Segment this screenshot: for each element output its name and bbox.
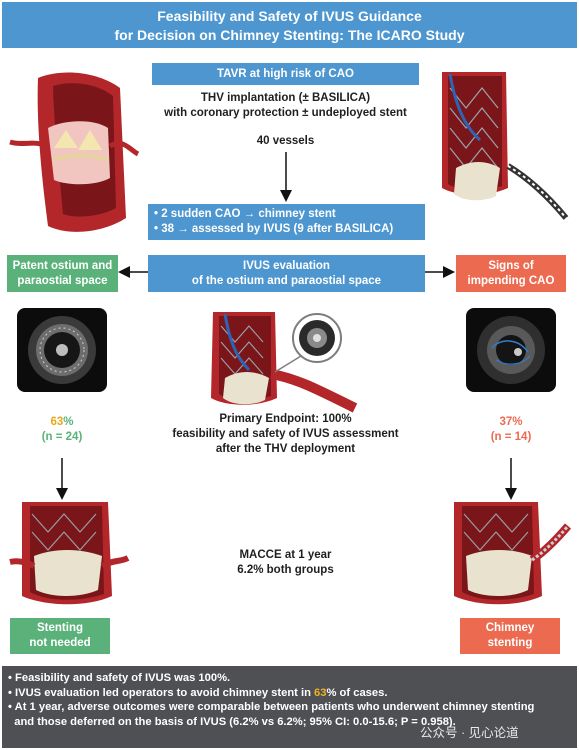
ivus-line-1: IVUS evaluation xyxy=(243,259,330,272)
right-percentage: 37% xyxy=(499,416,523,428)
finding-2-post: % of cases. xyxy=(326,686,388,699)
thv-no-stent-illustration-bottom-left xyxy=(9,502,130,605)
impending-cao-line-2: impending CAO xyxy=(467,274,555,287)
primary-endpoint: Primary Endpoint: 100% feasibility and s… xyxy=(150,412,421,457)
impending-cao-box: Signs of impending CAO xyxy=(456,255,566,292)
procedure-line-1: THV implantation (± BASILICA) xyxy=(200,92,371,104)
thv-ivus-catheter-illustration-center xyxy=(211,312,358,413)
ivus-image-left xyxy=(17,308,107,392)
right-n: (n = 14) xyxy=(490,431,532,443)
left-percentage: 63% xyxy=(22,415,102,430)
watermark: 公众号 · 见心论道 xyxy=(420,726,519,740)
ivus-image-right xyxy=(466,308,556,392)
chimney-stenting-line-1: Chimney xyxy=(485,622,535,634)
patent-ostium-box: Patent ostium and paraostial space xyxy=(7,255,118,292)
patient-split-box: • 2 sudden CAO → chimney stent • 38 → as… xyxy=(148,204,425,240)
macce-line-1: MACCE at 1 year xyxy=(239,549,332,561)
tavr-high-risk-box: TAVR at high risk of CAO xyxy=(152,63,419,85)
patent-ostium-line-2: paraostial space xyxy=(17,274,108,287)
title-line-1: Feasibility and Safety of IVUS Guidance xyxy=(157,8,422,24)
arrow-ivus-to-left xyxy=(118,266,148,278)
endpoint-line-1: Primary Endpoint: 100% xyxy=(219,413,352,425)
right-percentage-block: 37% (n = 14) xyxy=(471,415,551,445)
arrow-left-down xyxy=(56,458,68,500)
endpoint-line-3: after the THV deployment xyxy=(215,443,356,455)
thv-with-stent-illustration-top-right xyxy=(442,72,569,220)
vessels-count: 40 vessels xyxy=(150,134,421,149)
stenting-not-needed-line-2: not needed xyxy=(29,637,91,649)
arrow-right-down xyxy=(505,458,517,500)
procedure-description: THV implantation (± BASILICA) with coron… xyxy=(150,91,421,121)
patent-ostium-line-1: Patent ostium and xyxy=(12,259,113,272)
ivus-evaluation-box: IVUS evaluation of the ostium and paraos… xyxy=(148,255,425,292)
finding-3-line-1: • At 1 year, adverse outcomes were compa… xyxy=(8,701,535,713)
chimney-stenting-line-2: stenting xyxy=(487,637,533,649)
ivus-line-2: of the ostium and paraostial space xyxy=(191,274,382,287)
arrow-ivus-to-right xyxy=(425,266,455,278)
thv-chimney-stent-illustration-bottom-right xyxy=(454,502,572,605)
left-n: (n = 24) xyxy=(41,431,83,443)
vessels-label: 40 vessels xyxy=(256,135,315,147)
impending-cao-line-1: Signs of xyxy=(488,259,534,272)
macce-result: MACCE at 1 year 6.2% both groups xyxy=(150,548,421,578)
finding-2-highlight: 63 xyxy=(314,686,327,699)
finding-3-line-2: and those deferred on the basis of IVUS … xyxy=(8,715,456,728)
title-line-2: for Decision on Chimney Stenting: The IC… xyxy=(114,27,465,43)
split-line-2: • 38 → assessed by IVUS (9 after BASILIC… xyxy=(154,223,394,235)
arrow-vessels-to-split xyxy=(280,152,292,202)
left-percentage-block: 63% (n = 24) xyxy=(22,415,102,445)
macce-line-2: 6.2% both groups xyxy=(237,564,334,576)
finding-1: • Feasibility and safety of IVUS was 100… xyxy=(8,672,231,684)
chimney-stenting-box: Chimney stenting xyxy=(460,618,560,654)
left-percentage-suffix: % xyxy=(63,416,74,428)
split-line-1: • 2 sudden CAO → chimney stent xyxy=(154,208,336,220)
finding-2: • IVUS evaluation led operators to avoid… xyxy=(8,686,571,701)
endpoint-line-2: feasibility and safety of IVUS assessmen… xyxy=(172,428,399,440)
stenting-not-needed-line-1: Stenting xyxy=(37,622,83,634)
left-percentage-value: 63 xyxy=(50,416,64,428)
procedure-line-2: with coronary protection ± undeployed st… xyxy=(164,107,407,119)
key-findings-footer: • Feasibility and safety of IVUS was 100… xyxy=(2,666,577,748)
figure-header: Feasibility and Safety of IVUS Guidance … xyxy=(2,2,577,48)
finding-2-pre: • IVUS evaluation led operators to avoid… xyxy=(8,686,315,699)
stenting-not-needed-box: Stenting not needed xyxy=(10,618,110,654)
aortic-root-illustration-top-left xyxy=(9,72,140,232)
tavr-high-risk-label: TAVR at high risk of CAO xyxy=(217,67,354,80)
